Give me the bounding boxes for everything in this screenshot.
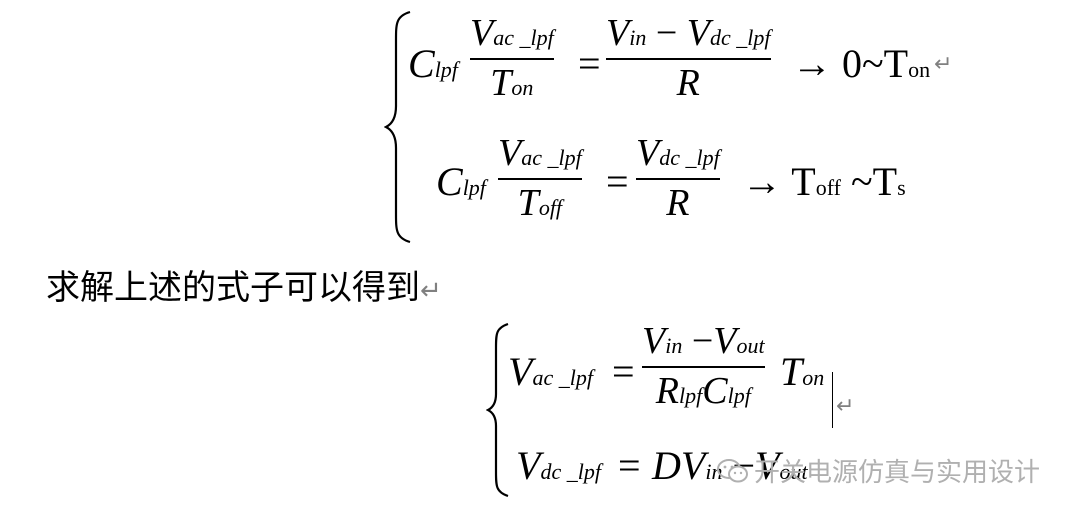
eq1-r2-frac-left: Vac _lpf Toff <box>498 132 582 224</box>
return-mark-icon: ↵ <box>836 394 855 419</box>
eq2-r1-equals: = <box>612 349 635 394</box>
eq1-r2-lhs: Clpf <box>436 159 486 204</box>
eq2-r2-rhs: DVin −Vout <box>652 443 808 488</box>
eq1-r1-range: → 0~Ton <box>792 41 931 86</box>
body-text-line: 求解上述的式子可以得到↵ <box>46 268 442 308</box>
text-cursor <box>832 372 833 428</box>
eq2-r2-lhs: Vdc _lpf <box>516 443 601 488</box>
eq2-r1-frac: Vin −Vout RlpfClpf <box>642 320 765 412</box>
eq2-r1-lhs: Vac _lpf <box>508 349 593 394</box>
eq1-r1-lhs: Clpf <box>408 41 458 86</box>
brace-left-1 <box>384 10 411 244</box>
return-mark-icon: ↵ <box>934 52 953 77</box>
eq1-r2-equals: = <box>606 159 629 204</box>
eq1-r1-frac-right: Vin − Vdc _lpf R <box>606 12 771 104</box>
eq2-r1-tail: Ton <box>780 349 825 394</box>
brace-left-2 <box>486 322 509 498</box>
eq2-r2-equals: = <box>618 443 641 488</box>
eq1-r2-range: → Toff ~Ts <box>742 159 906 204</box>
wechat-icon <box>717 458 748 482</box>
eq1-r2-frac-right: Vdc _lpf R <box>636 132 720 224</box>
watermark: 开关电源仿真与实用设计 <box>716 452 1040 489</box>
eq1-r1-frac-left: Vac _lpf Ton <box>470 12 554 104</box>
watermark-text: 开关电源仿真与实用设计 <box>754 458 1041 488</box>
eq1-r1-equals: = <box>578 41 601 86</box>
return-mark-icon: ↵ <box>420 276 442 306</box>
